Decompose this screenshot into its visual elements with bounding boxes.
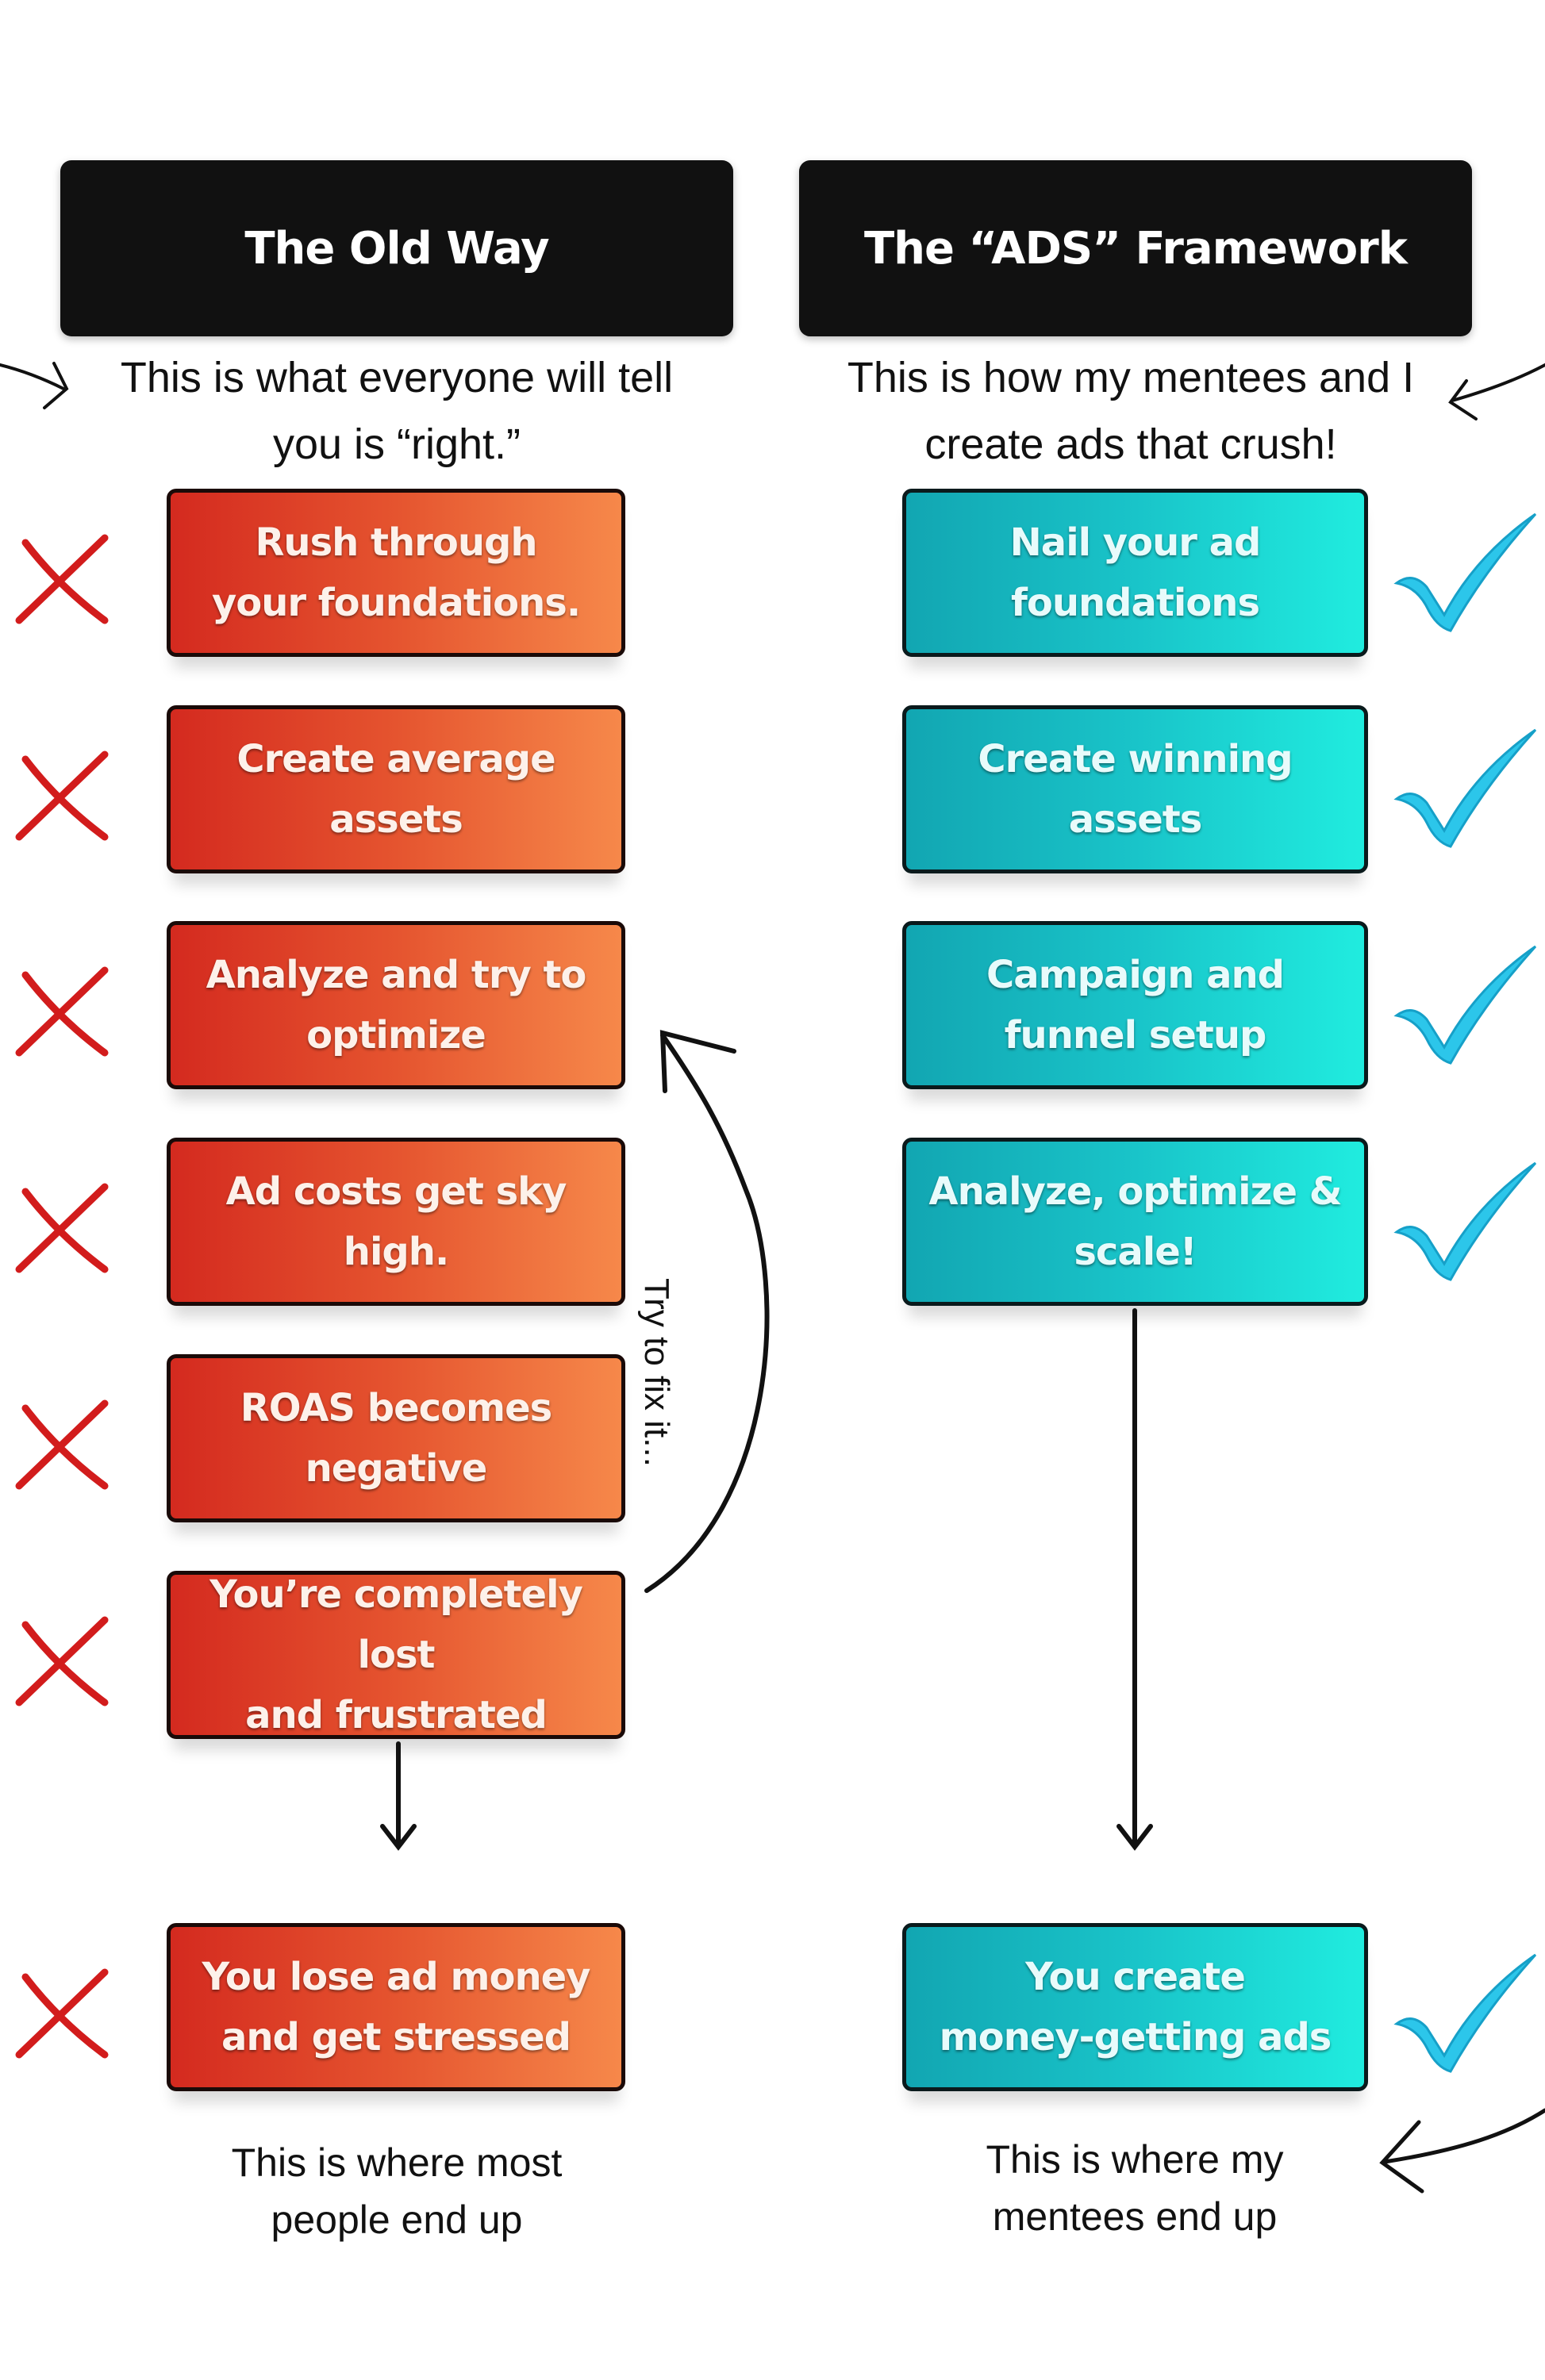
ads-outcome-line2: money-getting ads <box>939 2015 1332 2059</box>
old-step-1-line1: Rush through <box>255 520 537 565</box>
old-way-subtitle-line2: you is “right.” <box>272 420 521 468</box>
ads-step-2: Create winning assets <box>902 705 1368 873</box>
old-way-title: The Old Way <box>244 222 549 274</box>
ads-step-3: Campaign and funnel setup <box>902 921 1368 1089</box>
old-outcome-line1: You lose ad money <box>202 1955 591 1999</box>
blue-check-icon <box>1393 1161 1537 1281</box>
red-x-icon <box>15 1399 109 1490</box>
blue-check-icon <box>1393 1953 1537 2073</box>
old-step-4-line1: Ad costs get sky <box>225 1169 567 1214</box>
blue-check-icon <box>1393 512 1537 632</box>
red-x-icon <box>15 1968 109 2059</box>
old-step-6-line2: and frustrated <box>245 1693 548 1737</box>
blue-check-icon <box>1393 945 1537 1065</box>
ads-outcome-box: You create money-getting ads <box>902 1923 1368 2091</box>
ads-framework-title: The “ADS” Framework <box>863 222 1408 274</box>
ads-subtitle: This is how my mentees and I create ads … <box>813 344 1448 478</box>
old-step-5-line2: negative <box>305 1446 488 1491</box>
old-down-arrow-icon <box>380 1741 417 1851</box>
ads-step-1: Nail your ad foundations <box>902 489 1368 657</box>
old-step-1: Rush through your foundations. <box>167 489 625 657</box>
ads-step-4: Analyze, optimize & scale! <box>902 1138 1368 1306</box>
old-step-2-line1: Create average <box>236 737 555 781</box>
old-footer-line2: people end up <box>271 2198 523 2242</box>
ads-subtitle-line1: This is how my mentees and I <box>847 354 1415 401</box>
old-outcome-box: You lose ad money and get stressed <box>167 1923 625 2091</box>
ads-down-arrow-icon <box>1116 1308 1153 1851</box>
old-step-4-line2: high. <box>343 1230 449 1274</box>
red-x-icon <box>15 966 109 1057</box>
red-x-icon <box>15 534 109 624</box>
old-way-footer: This is where most people end up <box>159 2134 635 2248</box>
ads-step-2-line2: assets <box>1068 797 1203 842</box>
ads-step-4-line1: Analyze, optimize & <box>928 1169 1342 1214</box>
ads-step-1-line1: Nail your ad <box>1009 520 1262 565</box>
old-step-4: Ad costs get sky high. <box>167 1138 625 1306</box>
ads-outcome-line1: You create <box>1025 1955 1246 1999</box>
red-x-icon <box>15 1183 109 1273</box>
old-step-2: Create average assets <box>167 705 625 873</box>
ads-step-1-line2: foundations <box>1010 581 1260 625</box>
ads-step-3-line2: funnel setup <box>1004 1013 1267 1058</box>
left-pointer-arrow-icon <box>0 362 69 409</box>
old-way-subtitle-line1: This is what everyone will tell <box>120 354 674 401</box>
old-step-3: Analyze and try to optimize <box>167 921 625 1089</box>
red-x-icon <box>15 750 109 841</box>
blue-check-icon <box>1393 728 1537 848</box>
old-step-1-line2: your foundations. <box>211 581 581 625</box>
ads-footer-line1: This is where my <box>986 2137 1284 2182</box>
ads-footer-line2: mentees end up <box>992 2194 1278 2239</box>
old-step-5-line1: ROAS becomes <box>240 1386 552 1430</box>
old-step-6: You’re completely lost and frustrated <box>167 1571 625 1739</box>
ads-step-4-line2: scale! <box>1074 1230 1197 1274</box>
ads-framework-header: The “ADS” Framework <box>799 160 1472 336</box>
red-x-icon <box>15 1616 109 1706</box>
loop-back-arrow-icon <box>644 1030 770 1593</box>
old-step-2-line2: assets <box>329 797 463 842</box>
ads-footer-pointer-arrow-icon <box>1379 2108 1545 2194</box>
ads-subtitle-line2: create ads that crush! <box>924 420 1337 468</box>
old-outcome-line2: and get stressed <box>221 2015 571 2059</box>
old-way-subtitle: This is what everyone will tell you is “… <box>79 344 714 478</box>
old-way-header: The Old Way <box>60 160 733 336</box>
old-step-3-line2: optimize <box>306 1013 486 1058</box>
ads-step-2-line1: Create winning <box>978 737 1293 781</box>
ads-step-3-line1: Campaign and <box>986 953 1285 997</box>
old-step-5: ROAS becomes negative <box>167 1354 625 1522</box>
old-step-3-line1: Analyze and try to <box>206 953 587 997</box>
old-footer-line1: This is where most <box>231 2140 563 2185</box>
old-step-6-line1: You’re completely lost <box>209 1572 583 1677</box>
right-pointer-arrow-icon <box>1448 363 1545 420</box>
ads-footer: This is where my mentees end up <box>897 2131 1373 2245</box>
